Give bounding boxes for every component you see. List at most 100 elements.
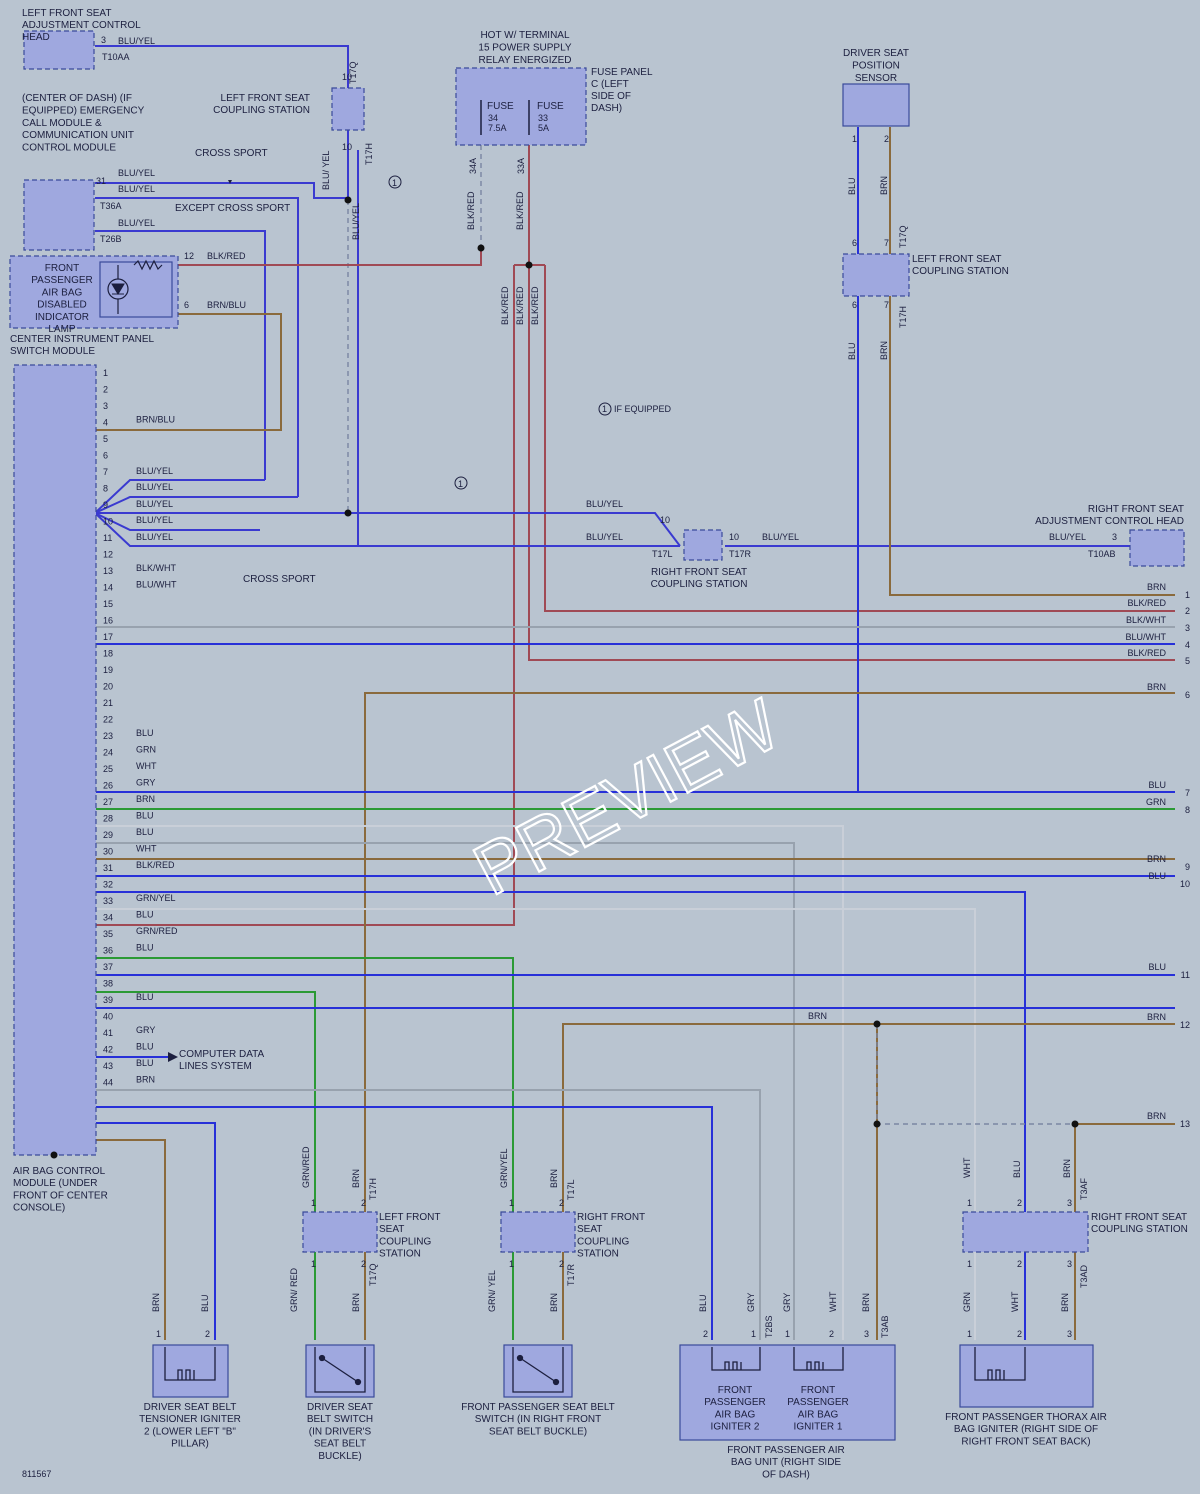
module-pin-6: 6 (103, 451, 108, 461)
connector-tag: T17R (566, 1263, 576, 1286)
label-pass-igniter1: AIR BAG (798, 1409, 839, 1420)
module-pin-1: 1 (103, 368, 108, 378)
label-emergency-call: EQUIPPED) EMERGENCY (22, 105, 145, 116)
label-hot-terminal: HOT W/ TERMINAL (480, 30, 570, 41)
label-airbag-module: MODULE (UNDER (13, 1178, 97, 1189)
pin-number: 10 (660, 515, 670, 525)
wire-label-vertical: BLU (847, 342, 857, 360)
wire-p41 (95, 1089, 761, 1340)
marker-1b: 1 (458, 479, 463, 489)
wire-label-vertical: BLK/RED (515, 191, 525, 230)
wire-p35 (95, 991, 316, 1340)
pin-number: 3 (1067, 1329, 1072, 1339)
module-pin-10: 10 (103, 517, 113, 527)
pin-number: 1 (967, 1329, 972, 1339)
wire-label-vertical: BRN (879, 341, 889, 360)
wire-label: BRN/BLU (207, 300, 246, 310)
module-wire-label: BRN/BLU (136, 415, 175, 425)
fuse-symbols (480, 100, 530, 135)
wire-lamp-6 (95, 313, 282, 431)
label-rf-adjust-head: RIGHT FRONT SEAT (1088, 504, 1184, 515)
pin-number: 2 (1017, 1329, 1022, 1339)
module-wire-label: GRY (136, 778, 155, 788)
wire-label: BLU/YEL (118, 168, 155, 178)
lf-adjust-head-box (23, 30, 95, 70)
right-edge-num-8: 8 (1185, 805, 1190, 815)
wire-blkred-2 (544, 265, 1175, 612)
label-fuse33-num: 33 (538, 113, 548, 123)
wire-label-vertical: BLK/RED (515, 286, 525, 325)
label-hot-terminal: RELAY ENERGIZED (479, 55, 572, 66)
connector-tag: 33A (516, 158, 526, 174)
rf-coupling-mid-box (683, 529, 723, 561)
label-emergency-call: (CENTER OF DASH) (IF (22, 93, 132, 104)
label-pass-igniter1: FRONT (801, 1385, 835, 1396)
switch-icons (314, 1347, 564, 1393)
module-pin-12: 12 (103, 550, 113, 560)
pin-number: 2 (559, 1259, 564, 1269)
module-pin-16: 16 (103, 616, 113, 626)
pin-number: 1 (311, 1259, 316, 1269)
right-edge-wire-4: BLU/WHT (1126, 632, 1167, 642)
pin-number: 2 (1017, 1259, 1022, 1269)
module-pin-17: 17 (103, 632, 113, 642)
label-computer-data: COMPUTER DATA (179, 1049, 265, 1060)
if-equipped-markers (388, 175, 612, 490)
ecall-module-box (23, 179, 95, 251)
module-pin-39: 39 (103, 995, 113, 1005)
label-rf-coupling-bottom: SEAT (577, 1224, 602, 1235)
label-rf-coupling-thorax: COUPLING STATION (1091, 1224, 1188, 1235)
module-wire-label: BLU/YEL (136, 482, 173, 492)
rf-coupling-bottom-box (500, 1211, 576, 1253)
label-fuse33-amp: 5A (538, 123, 549, 133)
igniter-icons (164, 1347, 1026, 1381)
wire-p8a (94, 479, 265, 514)
lf-coupling-right-box (842, 253, 910, 297)
wire-label-vertical: BRN (351, 1293, 361, 1312)
right-edge-num-4: 4 (1185, 640, 1190, 650)
wire-label-vertical: BLU/ YEL (321, 151, 331, 190)
wire-label-vertical: BLK/RED (466, 191, 476, 230)
connector-tag: T3AD (1079, 1264, 1089, 1288)
pin-number: 2 (829, 1329, 834, 1339)
wire-p42 (95, 1122, 216, 1340)
connector-tag: T36A (100, 201, 122, 211)
wire-label: BLU/YEL (586, 499, 623, 509)
module-pin-33: 33 (103, 896, 113, 906)
connector-tag: T17H (368, 1178, 378, 1200)
label-fuse34: FUSE (487, 101, 514, 112)
lamp-box (99, 261, 173, 318)
pin-number: 1 (967, 1259, 972, 1269)
module-pin-31: 31 (103, 863, 113, 873)
label-lf-adjust-head: LEFT FRONT SEAT (22, 8, 111, 19)
wire-label-vertical: BLK/RED (530, 286, 540, 325)
module-pin-30: 30 (103, 847, 113, 857)
module-pin-22: 22 (103, 715, 113, 725)
rf-coupling-thorax-box (962, 1211, 1089, 1253)
lf-coupling-top-box (331, 87, 365, 131)
module-pin-34: 34 (103, 913, 113, 923)
driver-switch-box (305, 1344, 375, 1398)
wire-label-vertical: GRN/RED (301, 1146, 311, 1188)
pin-number: 1 (509, 1198, 514, 1208)
right-edge-num-10: 10 (1180, 879, 1190, 889)
right-edge-wire-2: BLK/RED (1127, 598, 1166, 608)
wire-ecall-t36a (95, 197, 299, 497)
label-driver-sensor: DRIVER SEAT (843, 48, 909, 59)
label-computer-data: LINES SYSTEM (179, 1061, 252, 1072)
right-edge-wire-9: BRN (1147, 854, 1166, 864)
wire-label-vertical: BRN (351, 1169, 361, 1188)
module-pin-38: 38 (103, 979, 113, 989)
label-driver-tensioner: 2 (LOWER LEFT "B" (144, 1426, 236, 1437)
right-edge-wire-3: BLK/WHT (1126, 615, 1167, 625)
wire-label-vertical: GRN/ YEL (487, 1270, 497, 1312)
wire-label-vertical: BRN (1060, 1293, 1070, 1312)
wire-label-vertical: BLU (200, 1294, 210, 1312)
label-rf-coupling-mid: COUPLING STATION (651, 579, 748, 590)
lamp-icon (107, 259, 163, 314)
label-rf-adjust-head: ADJUSTMENT CONTROL HEAD (1035, 516, 1184, 527)
pin-number: 10 (342, 72, 352, 82)
marker-1a: 1 (392, 178, 397, 188)
label-lf-coupling-bottom: SEAT (379, 1224, 404, 1235)
module-pin-13: 13 (103, 566, 113, 576)
